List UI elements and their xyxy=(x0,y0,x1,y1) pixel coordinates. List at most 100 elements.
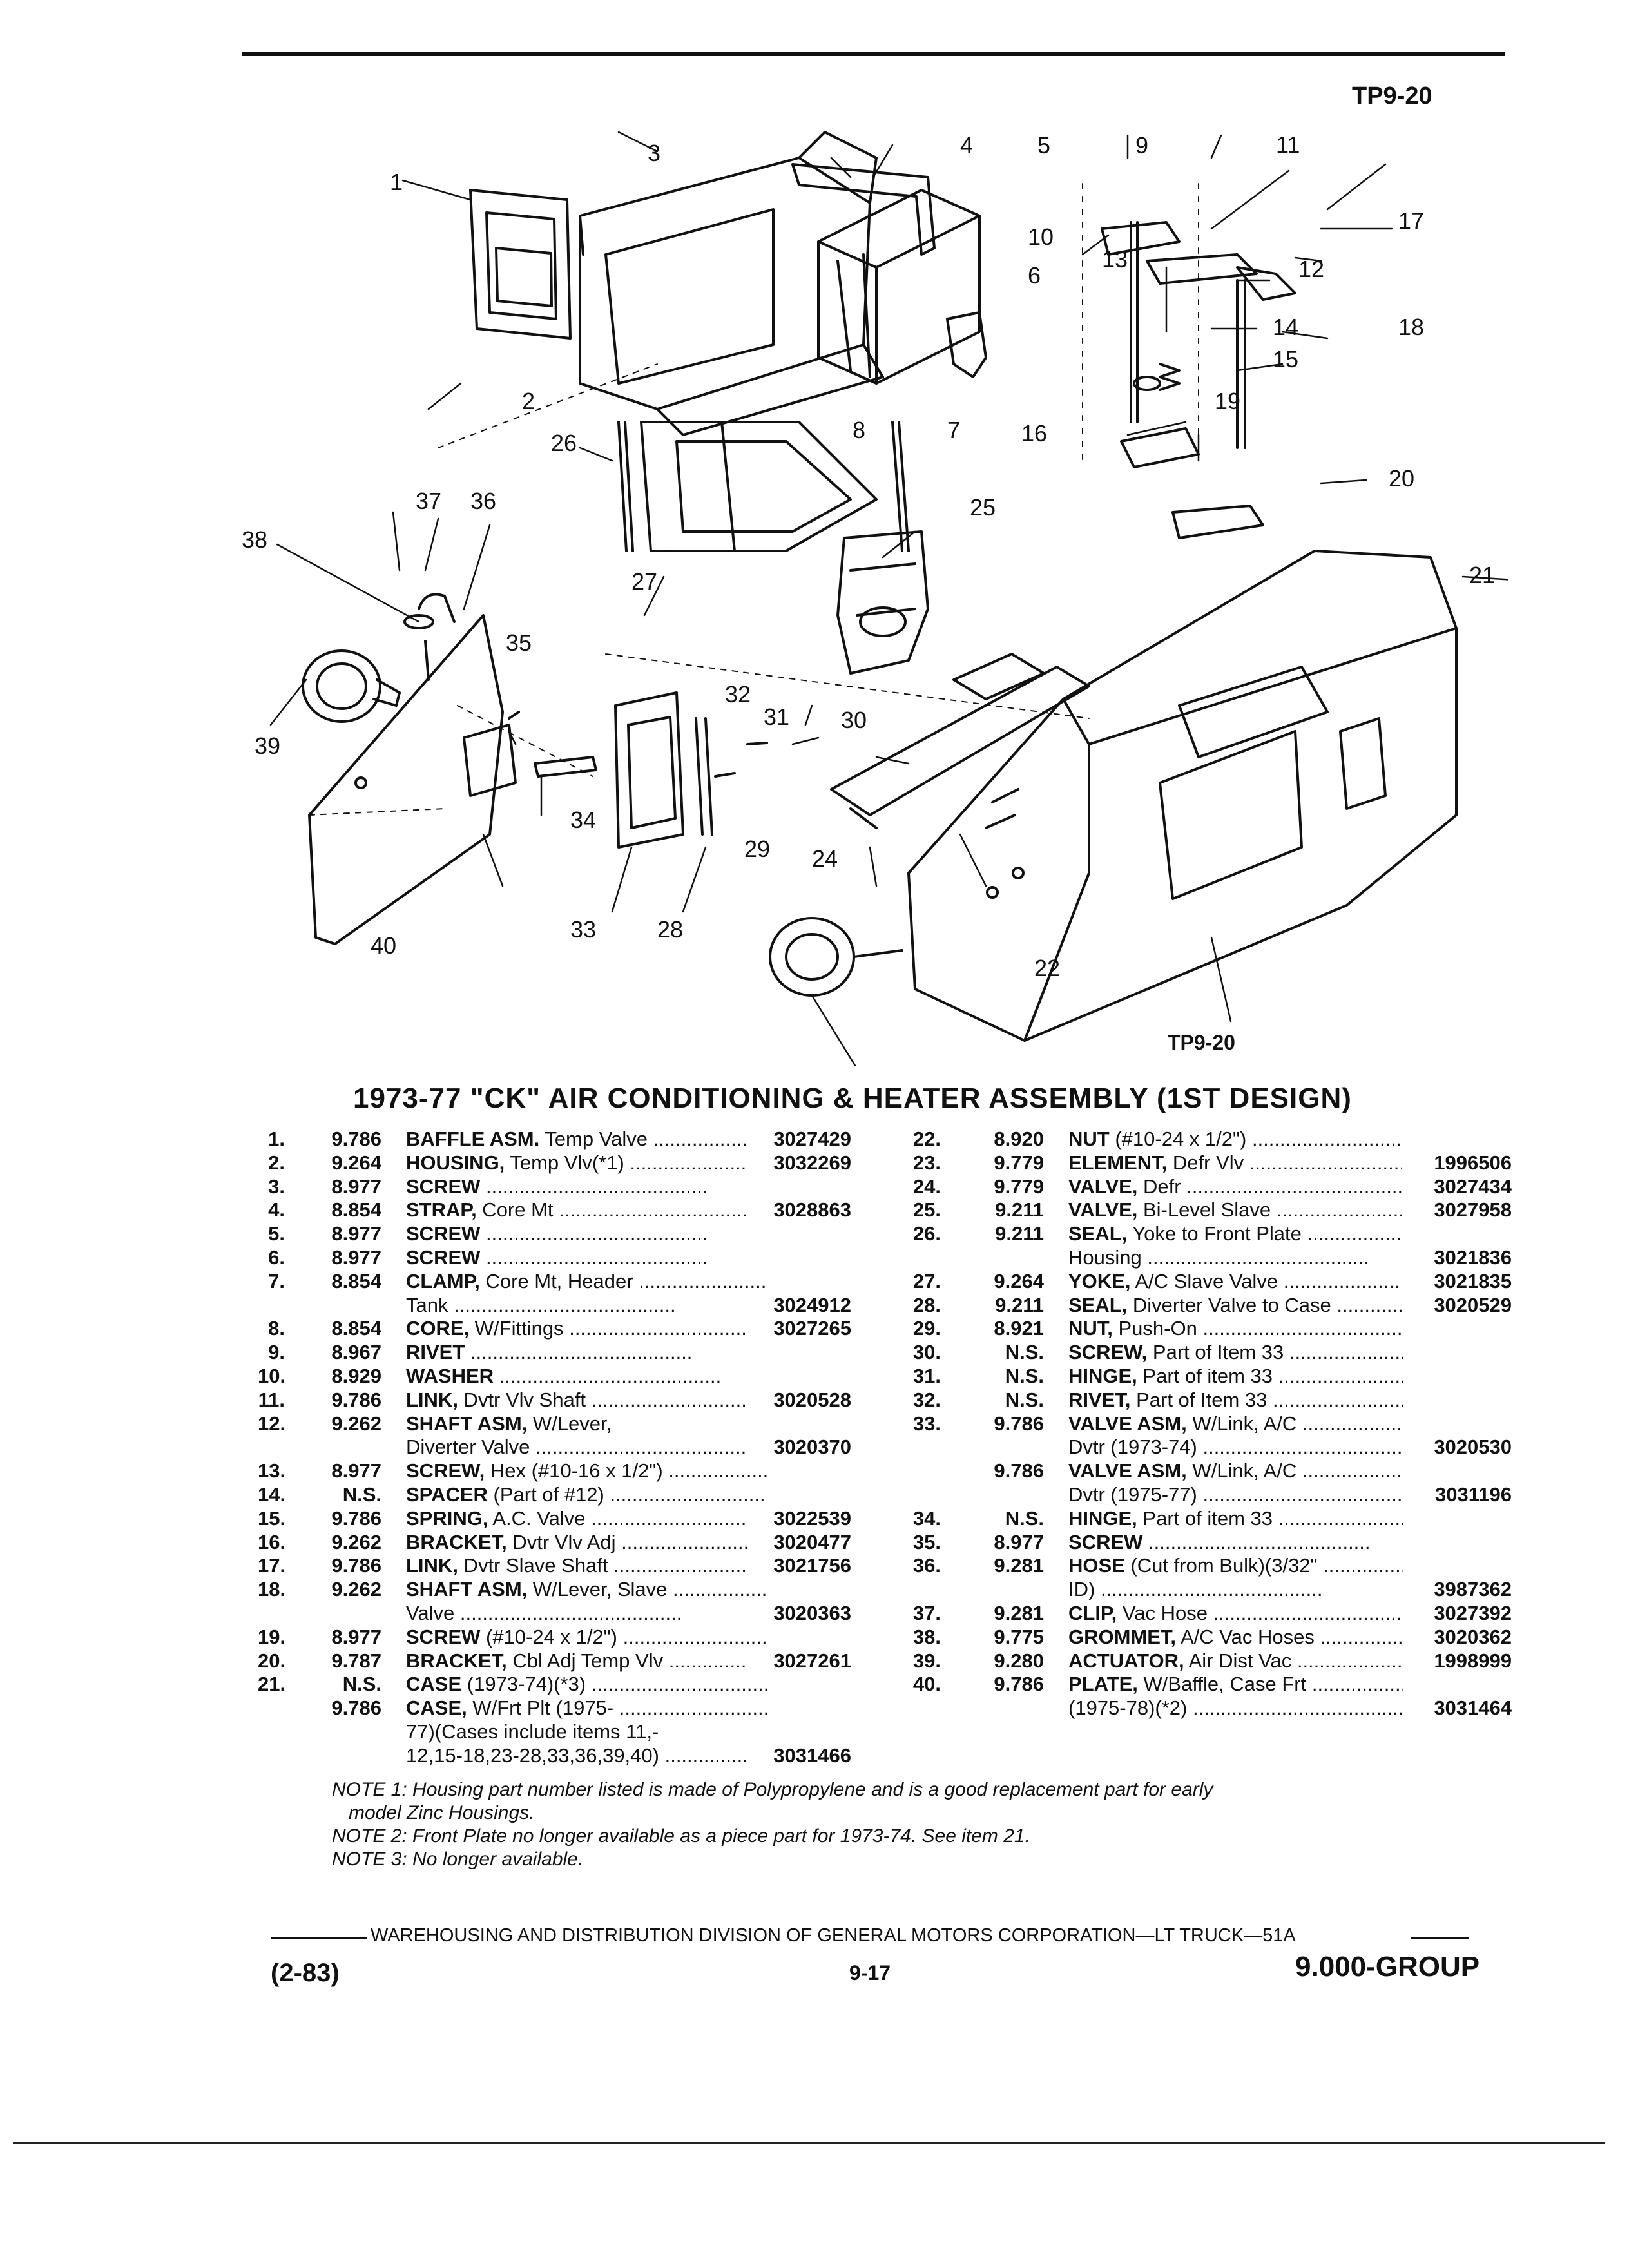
parts-row: 32.N.S.RIVET, Part of Item 33 xyxy=(902,1389,1521,1412)
leader-dots xyxy=(616,1531,767,1553)
part-number-text: 3024912 xyxy=(773,1293,851,1316)
parts-row: Dvtr (1973-74)3020530 xyxy=(902,1436,1521,1460)
leader-dots xyxy=(1246,1128,1403,1150)
item-number-text: 15. xyxy=(258,1506,286,1530)
part-desc: W/Baffle, Case Frt xyxy=(1137,1673,1307,1696)
group-number-text: 9.264 xyxy=(331,1151,381,1174)
part-number: 3027429 xyxy=(747,1128,851,1151)
part-desc: Part of item 33 xyxy=(1137,1364,1273,1387)
item-number-text: 14. xyxy=(258,1483,286,1506)
part-hose xyxy=(403,593,456,681)
part-name: NUT xyxy=(1068,1128,1110,1150)
part-description: HINGE, Part of item 33 xyxy=(1068,1507,1403,1531)
leader-dots xyxy=(454,1602,682,1624)
item-number: 31. xyxy=(902,1365,941,1389)
note-line: NOTE 1: Housing part number listed is ma… xyxy=(332,1779,1213,1800)
part-desc: (Cut from Bulk)(3/32" xyxy=(1124,1554,1318,1577)
part-name: BRACKET, xyxy=(406,1649,507,1672)
item-number: 29. xyxy=(902,1317,941,1341)
part-desc: Diverter Valve to Case xyxy=(1127,1293,1331,1316)
parts-row: 31.N.S.HINGE, Part of item 33 xyxy=(902,1365,1521,1389)
part-name: GROMMET, xyxy=(1068,1625,1177,1648)
part-description: Dvtr (1975-77) xyxy=(1068,1483,1403,1507)
item-number: 33. xyxy=(902,1412,941,1436)
part-name: CASE, xyxy=(406,1696,467,1720)
part-name: SPRING, xyxy=(406,1506,488,1530)
group-number: 9.280 xyxy=(960,1649,1044,1673)
svg-text:25: 25 xyxy=(970,494,996,521)
group-number-text: 8.977 xyxy=(331,1175,381,1198)
item-number-text: 36. xyxy=(912,1554,941,1577)
part-name: HINGE, xyxy=(1068,1364,1137,1387)
group-number: 9.786 xyxy=(296,1554,381,1578)
group-number-text: 9.779 xyxy=(994,1151,1044,1174)
part-name: VALVE, xyxy=(1068,1175,1138,1198)
part-screws xyxy=(508,711,768,778)
group-number: 9.779 xyxy=(960,1151,1044,1175)
svg-text:12: 12 xyxy=(1298,256,1324,282)
part-number-text: 3031196 xyxy=(1435,1483,1512,1506)
item-number-text: 40. xyxy=(912,1673,941,1696)
group-number-text: 8.977 xyxy=(331,1459,381,1483)
part-number-text: 3022539 xyxy=(773,1506,851,1530)
part-name: WASHER xyxy=(406,1364,494,1387)
item-number-text: 3. xyxy=(268,1175,285,1198)
group-number-text: 9.211 xyxy=(995,1222,1044,1245)
parts-row: 21.N.S.CASE (1973-74)(*3) xyxy=(258,1673,902,1696)
group-number-text: N.S. xyxy=(342,1483,381,1506)
group-number-text: 9.786 xyxy=(331,1388,381,1411)
leader-dots xyxy=(667,1578,767,1600)
group-number-text: 9.281 xyxy=(994,1601,1044,1624)
svg-text:31: 31 xyxy=(764,704,789,730)
part-name: SCREW, xyxy=(1068,1341,1148,1364)
part-description: BAFFLE ASM. Temp Valve xyxy=(406,1128,767,1151)
part-desc: 77)(Cases include items 11,- xyxy=(406,1720,659,1743)
leader-dots xyxy=(1273,1365,1403,1387)
part-description: SCREW xyxy=(406,1175,767,1199)
parts-row: 77)(Cases include items 11,- xyxy=(258,1720,902,1744)
part-name: VALVE ASM, xyxy=(1068,1459,1187,1483)
item-number-text: 26. xyxy=(912,1222,941,1245)
part-description: Tank xyxy=(406,1294,767,1318)
diagram-callouts: 1 2 3 4 5 6 7 8 9 10 11 12 13 14 15 16 1… xyxy=(242,131,1495,981)
leader-dots xyxy=(1208,1602,1403,1624)
part-description: SCREW xyxy=(406,1222,767,1246)
item-number: 19. xyxy=(258,1626,285,1649)
item-number: 8. xyxy=(258,1317,285,1341)
leader-dots xyxy=(586,1673,767,1695)
part-description: VALVE, Defr xyxy=(1068,1175,1403,1199)
group-number-text: 9.786 xyxy=(331,1554,381,1577)
leader-dots xyxy=(530,1436,757,1458)
parts-row: Diverter Valve3020370 xyxy=(258,1436,902,1460)
item-number: 32. xyxy=(902,1389,941,1412)
part-desc: Diverter Valve xyxy=(406,1436,530,1459)
group-number: 8.977 xyxy=(960,1531,1044,1555)
item-number: 12. xyxy=(258,1412,285,1436)
part-description: ACTUATOR, Air Dist Vac xyxy=(1068,1649,1403,1673)
item-number-text: 4. xyxy=(268,1198,285,1222)
group-number-text: 8.929 xyxy=(331,1364,381,1387)
svg-text:30: 30 xyxy=(841,707,867,733)
parts-row: Dvtr (1975-77) 3031196 xyxy=(902,1483,1521,1507)
part-number: 3021756 xyxy=(747,1554,851,1579)
item-number-text: 37. xyxy=(912,1601,941,1624)
item-number: 9. xyxy=(258,1341,285,1365)
item-number-text: 31. xyxy=(912,1364,941,1387)
part-desc: Core Mt xyxy=(476,1198,554,1222)
footer-division: WAREHOUSING AND DISTRIBUTION DIVISION OF… xyxy=(371,1925,1296,1946)
leader-dots xyxy=(494,1365,721,1387)
part-desc: Part of Item 33 xyxy=(1147,1341,1284,1364)
item-number-text: 27. xyxy=(912,1269,941,1293)
parts-row: 34.N.S.HINGE, Part of item 33 xyxy=(902,1507,1521,1531)
leader-dots xyxy=(480,1246,708,1269)
